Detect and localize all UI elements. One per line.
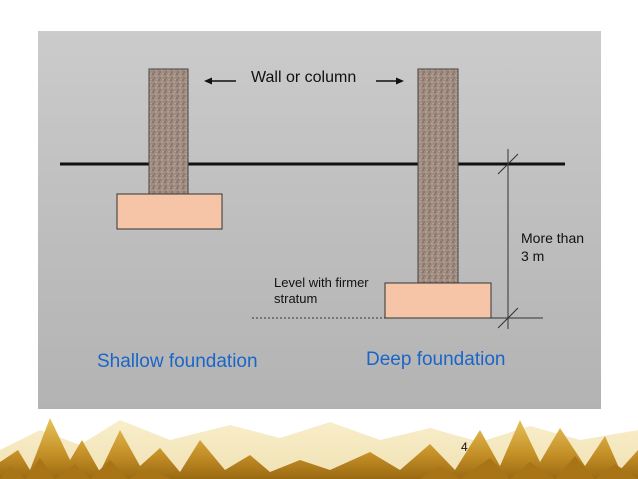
- shallow-column: [148, 68, 189, 195]
- dimension-tick-bottom: [497, 307, 519, 329]
- deep-column: [417, 68, 459, 284]
- shallow-foundation-caption: Shallow foundation: [97, 351, 258, 372]
- right-arrow-head: [396, 77, 404, 85]
- gold-mountain-decoration: [0, 418, 638, 479]
- deep-foundation-caption: Deep foundation: [366, 349, 506, 370]
- left-arrow-head: [204, 77, 212, 85]
- wall-column-label: Wall or column: [251, 69, 357, 86]
- shallow-footing: [116, 193, 223, 230]
- depth-label: More than 3 m: [521, 230, 585, 264]
- slide-panel: Wall or column Level with firmer stratum…: [38, 31, 601, 409]
- page-number: 4: [461, 440, 468, 454]
- deep-footing: [384, 282, 492, 319]
- firmer-stratum-label: Level with firmer stratum: [274, 275, 369, 306]
- dimension-tick-top: [497, 153, 519, 175]
- foundation-diagram: [60, 68, 565, 329]
